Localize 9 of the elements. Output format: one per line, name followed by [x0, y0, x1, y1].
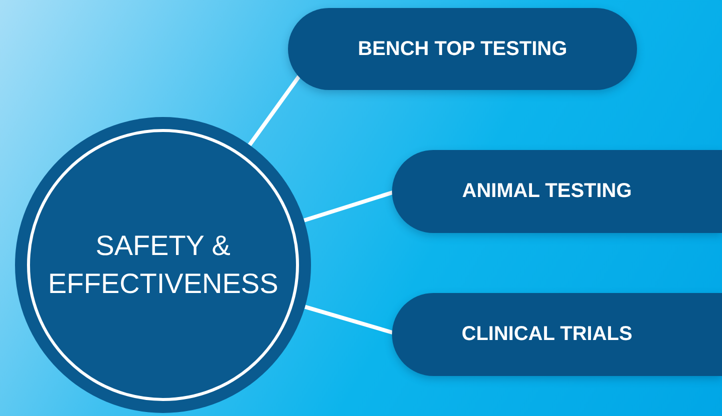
node-label: BENCH TOP TESTING [358, 38, 568, 60]
rounded-label-box [392, 293, 722, 376]
node-label: CLINICAL TRIALS [462, 323, 632, 346]
rounded-label-box [288, 8, 637, 90]
rounded-label-box [392, 150, 722, 233]
node-label: ANIMAL TESTING [462, 180, 632, 203]
connector-line [248, 74, 302, 146]
node-label: SAFETY & EFFECTIVENESS [48, 229, 278, 301]
connector-line [304, 304, 395, 335]
